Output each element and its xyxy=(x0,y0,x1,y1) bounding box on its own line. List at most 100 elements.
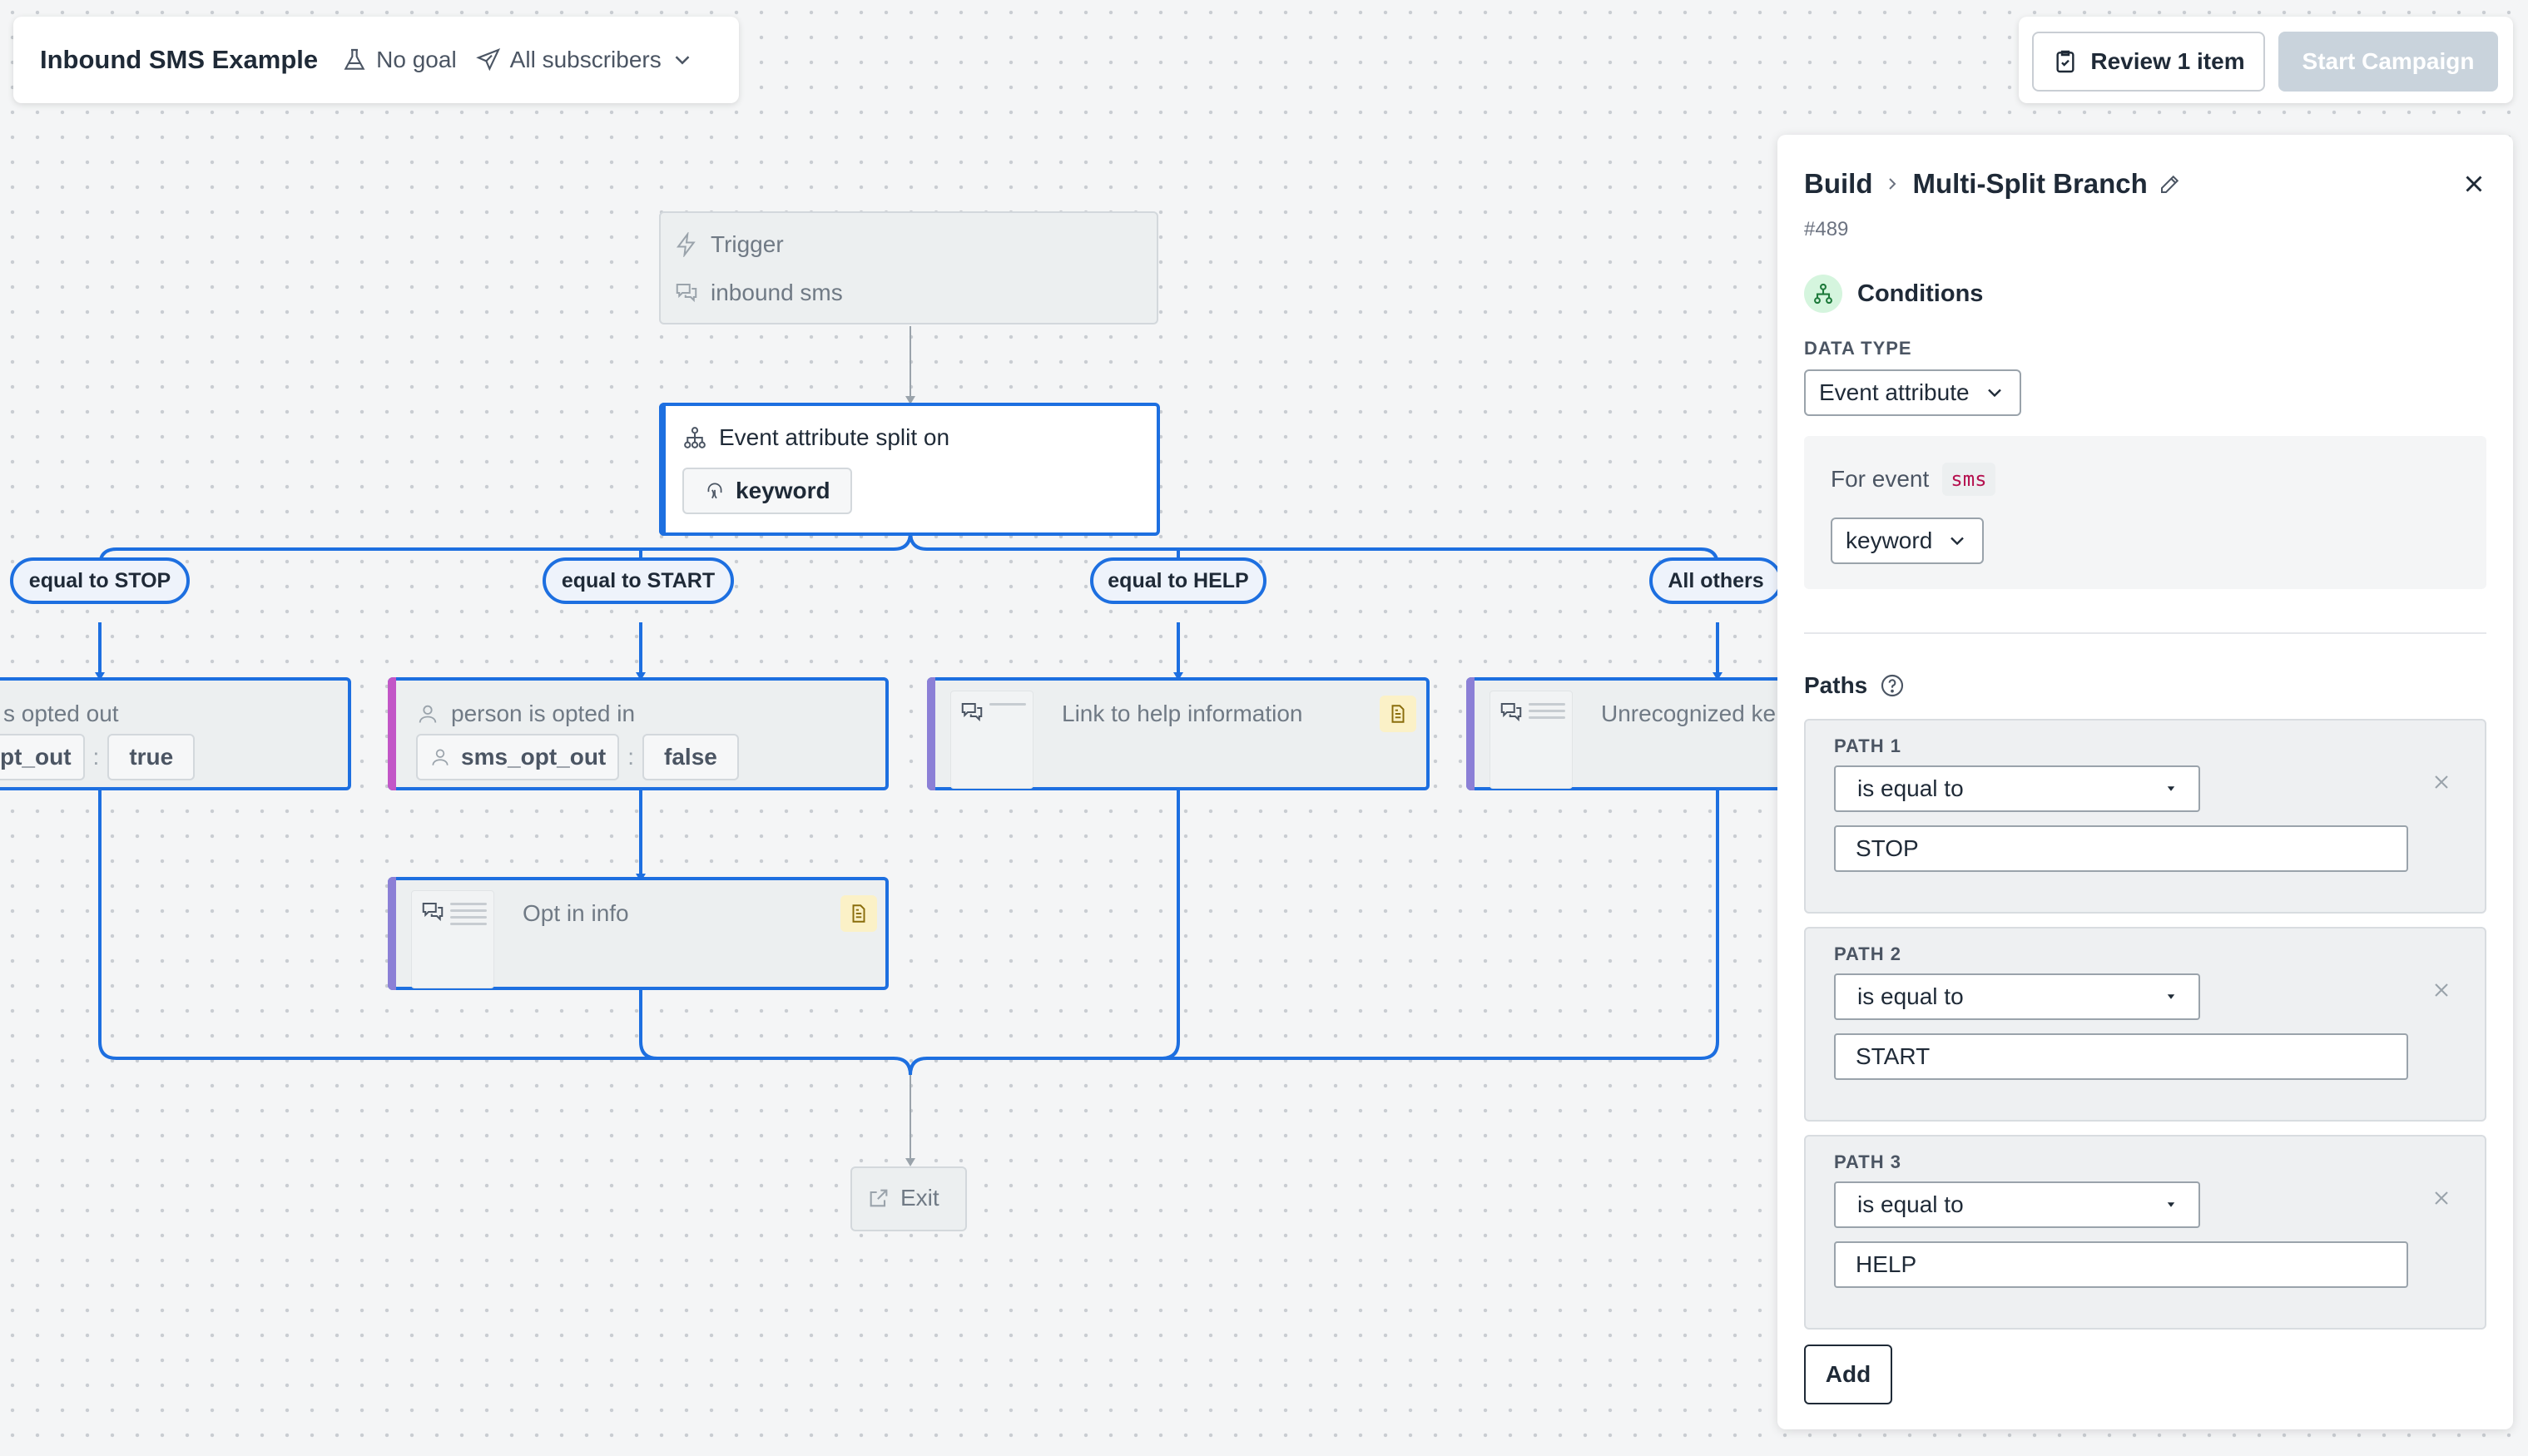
review-button[interactable]: Review 1 item xyxy=(2032,32,2265,92)
sms-preview-thumbnail xyxy=(411,890,494,988)
person-icon xyxy=(416,702,439,726)
stop-node-field: pt_out xyxy=(0,734,85,780)
trigger-title: Trigger xyxy=(711,231,784,257)
stop-node-colon: : xyxy=(92,744,100,770)
path-operator: is equal to xyxy=(1857,1191,1964,1217)
remove-path-icon[interactable] xyxy=(2430,978,2453,1002)
start-update-node[interactable]: person is opted in sms_opt_out : false xyxy=(388,677,889,790)
hierarchy-icon xyxy=(682,425,707,450)
start-node-value: false xyxy=(642,734,739,780)
chat-bubbles-icon xyxy=(1499,700,1524,725)
path-operator-select[interactable]: is equal to xyxy=(1834,765,2200,812)
data-type-label: DATA TYPE xyxy=(1804,338,1912,359)
help-circle-icon[interactable] xyxy=(1879,672,1906,699)
goal-selector[interactable]: No goal xyxy=(341,47,457,73)
start-node-field-chip: sms_opt_out xyxy=(416,734,620,780)
stop-node-value: true xyxy=(107,734,196,780)
breadcrumb: Build Multi-Split Branch xyxy=(1804,168,2183,200)
add-path-button[interactable]: Add xyxy=(1804,1345,1892,1404)
pencil-icon[interactable] xyxy=(2158,171,2183,196)
optin-node-text: Opt in info xyxy=(523,900,629,926)
stop-node-text: s opted out xyxy=(3,701,119,726)
path-value-input[interactable]: START xyxy=(1834,1033,2408,1080)
node-id: #489 xyxy=(1804,218,1849,240)
send-icon xyxy=(475,47,502,73)
paths-title: Paths xyxy=(1804,672,1868,698)
for-event-label: For event xyxy=(1831,466,1930,492)
close-icon[interactable] xyxy=(2460,170,2488,198)
path-operator-select[interactable]: is equal to xyxy=(1834,973,2200,1020)
breadcrumb-root[interactable]: Build xyxy=(1804,168,1873,199)
split-node[interactable]: Event attribute split on keyword xyxy=(659,403,1160,536)
others-node-text: Unrecognized ke xyxy=(1601,701,1777,726)
branch-pill-help[interactable]: equal to HELP xyxy=(1090,557,1266,604)
flask-icon xyxy=(341,47,368,73)
exit-node[interactable]: Exit xyxy=(850,1166,967,1231)
start-node-text: person is opted in xyxy=(451,701,636,726)
chevron-down-icon xyxy=(1983,381,2006,404)
start-campaign-button[interactable]: Start Campaign xyxy=(2278,32,2498,92)
path-label: PATH 3 xyxy=(1834,1151,1901,1172)
section-divider xyxy=(1804,632,2486,634)
branch-pill-stop[interactable]: equal to STOP xyxy=(10,557,190,604)
path-value-input[interactable]: STOP xyxy=(1834,825,2408,872)
event-filter-box: For event sms keyword xyxy=(1804,436,2486,589)
chat-bubbles-icon xyxy=(420,899,445,924)
chat-bubbles-icon xyxy=(959,700,984,725)
path-label: PATH 1 xyxy=(1834,735,1901,756)
remove-path-icon[interactable] xyxy=(2430,770,2453,794)
chevron-down-icon xyxy=(670,47,695,72)
help-sms-node[interactable]: Link to help information xyxy=(927,677,1430,790)
conditions-header: Conditions xyxy=(1804,275,1983,313)
caret-down-icon xyxy=(2165,991,2177,1003)
audience-selector[interactable]: All subscribers xyxy=(475,47,695,73)
breadcrumb-current: Multi-Split Branch xyxy=(1912,168,2148,199)
fingerprint-icon xyxy=(704,480,726,502)
audience-label: All subscribers xyxy=(509,47,662,72)
path-value-input[interactable]: HELP xyxy=(1834,1241,2408,1288)
help-node-text: Link to help information xyxy=(1062,701,1303,726)
external-link-icon xyxy=(867,1186,890,1210)
sms-preview-thumbnail xyxy=(950,691,1034,789)
settings-panel: Build Multi-Split Branch #489 Conditions… xyxy=(1777,135,2513,1429)
split-title: Event attribute split on xyxy=(719,424,950,450)
campaign-header: Inbound SMS Example No goal All subscrib… xyxy=(13,17,739,103)
campaign-title[interactable]: Inbound SMS Example xyxy=(40,45,319,74)
path-operator: is equal to xyxy=(1857,775,1964,801)
stop-update-node[interactable]: s opted out pt_out : true xyxy=(0,677,351,790)
person-icon xyxy=(429,746,451,768)
data-type-dropdown[interactable]: Event attribute xyxy=(1804,369,2021,416)
path-operator-select[interactable]: is equal to xyxy=(1834,1181,2200,1228)
review-button-label: Review 1 item xyxy=(2090,48,2245,74)
path-card-2: PATH 2 is equal to START xyxy=(1804,927,2486,1122)
sms-preview-thumbnail xyxy=(1490,691,1573,789)
caret-down-icon xyxy=(2165,1199,2177,1211)
goal-label: No goal xyxy=(376,47,457,72)
path-value: HELP xyxy=(1856,1251,1917,1277)
branch-pill-start[interactable]: equal to START xyxy=(543,557,734,604)
trigger-node[interactable]: Trigger inbound sms xyxy=(659,211,1158,324)
path-operator: is equal to xyxy=(1857,983,1964,1009)
exit-label: Exit xyxy=(900,1185,939,1211)
path-card-3: PATH 3 is equal to HELP xyxy=(1804,1135,2486,1330)
optin-sms-node[interactable]: Opt in info xyxy=(388,877,889,990)
document-icon xyxy=(1380,696,1416,732)
branch-icon xyxy=(1804,275,1842,313)
split-attribute: keyword xyxy=(736,478,830,503)
path-card-1: PATH 1 is equal to STOP xyxy=(1804,719,2486,914)
campaign-actions: Review 1 item Start Campaign xyxy=(2019,17,2513,103)
clipboard-check-icon xyxy=(2052,47,2079,76)
path-value: STOP xyxy=(1856,835,1919,861)
lightning-icon xyxy=(674,232,699,257)
path-label: PATH 2 xyxy=(1834,943,1901,964)
paths-header: Paths xyxy=(1804,672,1906,699)
remove-path-icon[interactable] xyxy=(2430,1186,2453,1210)
path-value: START xyxy=(1856,1043,1931,1069)
data-type-value: Event attribute xyxy=(1819,379,1970,405)
split-attribute-chip: keyword xyxy=(682,468,852,514)
branch-pill-others[interactable]: All others xyxy=(1649,557,1782,604)
attribute-dropdown[interactable]: keyword xyxy=(1831,518,1985,564)
attribute-value: keyword xyxy=(1846,527,1933,553)
chevron-down-icon xyxy=(1946,529,1969,552)
event-name-badge: sms xyxy=(1942,463,1995,496)
